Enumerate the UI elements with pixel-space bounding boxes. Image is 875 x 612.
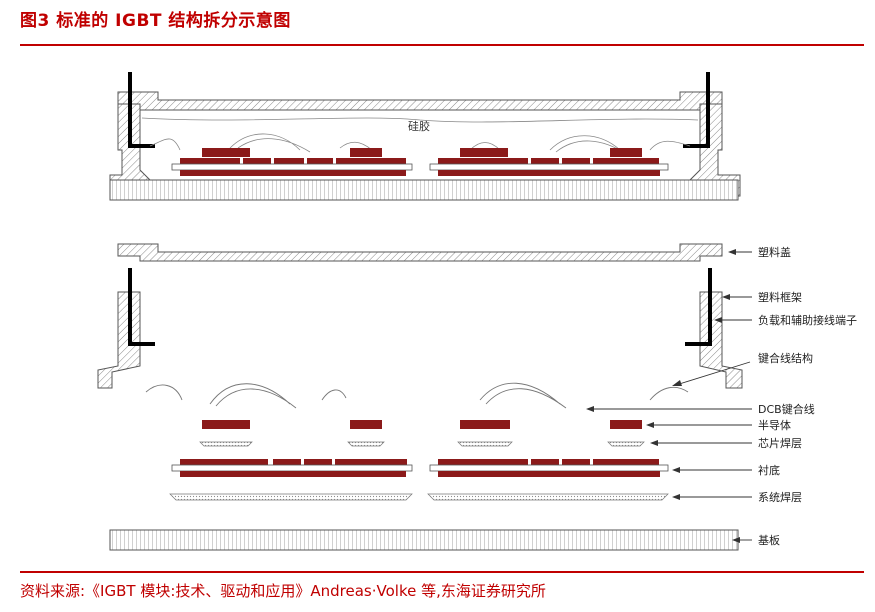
- assembled-chip: [202, 148, 250, 157]
- assembled-baseplate: [109, 179, 739, 201]
- exploded-baseplate: [109, 529, 739, 551]
- assembled-module: 硅胶: [109, 72, 741, 201]
- exploded-terminal-right: [685, 268, 712, 346]
- assembled-terminal-left: [128, 72, 155, 148]
- gel-label: 硅胶: [408, 119, 430, 133]
- exploded-chip-solder: [457, 441, 513, 447]
- exploded-system-solder: [427, 493, 669, 501]
- exploded-lid: [117, 243, 723, 262]
- assembled-dcb-left: [171, 158, 413, 176]
- exploded-chip: [610, 420, 642, 429]
- label-substrate: 衬底: [758, 463, 780, 477]
- callout-arrows: [586, 249, 752, 543]
- exploded-chip: [460, 420, 510, 429]
- exploded-frame-left: [97, 291, 141, 389]
- assembled-terminal-right: [683, 72, 710, 148]
- label-semiconductor: 半导体: [758, 418, 791, 432]
- figure-title: 图3 标准的 IGBT 结构拆分示意图: [20, 11, 291, 31]
- exploded-chip: [350, 420, 382, 429]
- exploded-dcb-left: [171, 459, 413, 477]
- exploded-system-solder: [169, 493, 413, 501]
- assembled-lid: [117, 91, 723, 111]
- assembled-chip: [460, 148, 508, 157]
- label-terminals: 负载和辅助接线端子: [758, 313, 857, 327]
- exploded-chip: [202, 420, 250, 429]
- exploded-chip-solder: [607, 441, 645, 447]
- label-dcb-bond-wire: DCB键合线: [758, 402, 815, 416]
- exploded-terminal-left: [128, 268, 155, 346]
- exploded-dcb-right: [429, 459, 669, 477]
- label-system-solder: 系统焊层: [758, 490, 802, 504]
- assembled-gel-line: [141, 117, 699, 123]
- title-rule: [20, 44, 864, 46]
- exploded-bond-wire-structure: [145, 382, 689, 409]
- label-plastic-lid: 塑料盖: [758, 245, 791, 259]
- source-note: 资料来源:《IGBT 模块:技术、驱动和应用》Andreas·Volke 等,东…: [20, 582, 546, 600]
- exploded-view: [97, 243, 743, 551]
- assembled-bond-wires-left: [149, 133, 373, 153]
- label-plastic-frame: 塑料框架: [758, 290, 802, 304]
- assembled-chip: [350, 148, 382, 157]
- exploded-chip-solder: [199, 441, 253, 447]
- exploded-frame-right: [699, 291, 743, 389]
- label-bond-wire-structure: 键合线结构: [758, 351, 813, 365]
- label-baseplate: 基板: [758, 533, 780, 547]
- exploded-chip-solder: [347, 441, 385, 447]
- source-rule: [20, 571, 864, 573]
- assembled-dcb-right: [429, 158, 669, 176]
- assembled-chip: [610, 148, 642, 157]
- assembled-bond-wires-right: [469, 135, 691, 155]
- callout-labels: 塑料盖 塑料框架 负载和辅助接线端子 键合线结构 DCB键合线 半导体 芯片焊层…: [758, 245, 857, 547]
- label-chip-solder: 芯片焊层: [758, 436, 802, 450]
